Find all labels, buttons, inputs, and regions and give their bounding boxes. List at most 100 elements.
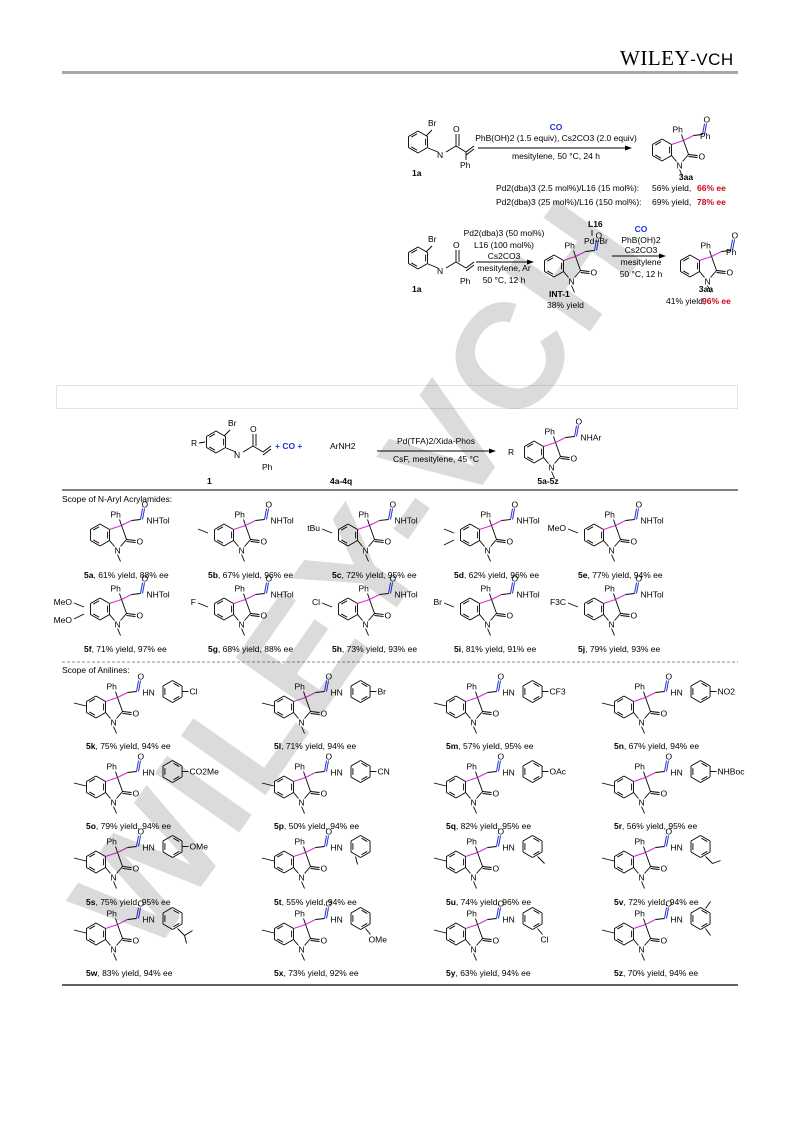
- bond: [643, 918, 646, 925]
- bond: [304, 938, 311, 946]
- bond: [274, 922, 285, 929]
- bond: [533, 457, 544, 464]
- bond: [634, 508, 638, 520]
- compound-yield-ee: , 62% yield, 96% ee: [464, 570, 539, 580]
- bond: [477, 852, 483, 867]
- bond: [427, 147, 439, 153]
- atom-label: N: [609, 546, 615, 556]
- bond: [217, 613, 224, 618]
- bond: [223, 523, 234, 530]
- bond: [274, 775, 285, 782]
- bond: [360, 680, 371, 687]
- bond: [543, 457, 549, 464]
- condition-line: mesitylene, Ar: [477, 263, 531, 273]
- bond: [645, 697, 651, 712]
- bond: [455, 922, 466, 929]
- atom-label: Ph: [545, 427, 556, 437]
- bond: [93, 600, 100, 605]
- aryl-substituent: CN: [378, 767, 390, 777]
- bond: [283, 922, 294, 929]
- atom-label: Ph: [481, 510, 492, 520]
- atom-label: Br: [428, 118, 437, 128]
- bond: [223, 614, 234, 621]
- atom-label: N: [471, 873, 477, 883]
- bond: [584, 614, 595, 621]
- bond: [73, 602, 85, 608]
- atom-label: N: [471, 718, 477, 728]
- bond: [445, 145, 457, 153]
- bond: [615, 599, 621, 614]
- bond: [587, 613, 594, 618]
- bond: [361, 696, 368, 701]
- atom-label: Ph: [460, 160, 471, 170]
- bond: [465, 923, 478, 930]
- bond: [121, 599, 127, 614]
- bond: [321, 528, 333, 534]
- bond: [533, 923, 540, 928]
- bond: [666, 907, 670, 919]
- bond: [469, 540, 480, 547]
- atom-label: O: [636, 574, 643, 584]
- bond: [482, 866, 492, 868]
- bond: [99, 540, 110, 547]
- bond: [326, 835, 330, 847]
- atom-label: NHTol: [517, 516, 540, 526]
- compound-yield-ee: , 79% yield, 93% ee: [585, 644, 660, 654]
- bond: [683, 140, 689, 155]
- bond: [584, 523, 595, 530]
- bond: [636, 508, 640, 520]
- bond: [683, 270, 690, 275]
- compound-caption: 5a, 61% yield, 88% ee: [84, 570, 169, 580]
- compound-caption: 5d, 62% yield, 96% ee: [454, 570, 539, 580]
- bond: [305, 924, 311, 939]
- bond: [89, 698, 96, 703]
- bond: [701, 682, 708, 687]
- bond: [374, 615, 384, 617]
- bond: [365, 628, 369, 636]
- bond: [117, 554, 121, 562]
- bond: [553, 436, 556, 443]
- bond: [73, 929, 87, 934]
- bond: [89, 791, 96, 796]
- bond: [705, 901, 711, 909]
- bond: [250, 541, 260, 543]
- atom-label: O: [571, 454, 578, 464]
- compound-caption: 5c, 72% yield, 95% ee: [332, 570, 417, 580]
- bond: [209, 446, 216, 451]
- atom-label: HN: [503, 688, 515, 698]
- compound-id: 5n: [614, 741, 624, 751]
- compound-yield-ee: , 61% yield, 88% ee: [93, 570, 168, 580]
- atom-label: HN: [331, 843, 343, 853]
- bond: [614, 539, 621, 547]
- bond: [705, 928, 711, 936]
- bond: [671, 139, 684, 146]
- bond: [532, 923, 543, 930]
- bond: [262, 448, 272, 456]
- bond: [172, 835, 183, 842]
- bond: [446, 922, 457, 929]
- compound-yield-ee: , 72% yield, 95% ee: [341, 570, 416, 580]
- compound-caption: 5u, 74% yield, 96% ee: [446, 897, 531, 907]
- atom-label: O: [493, 709, 500, 719]
- bond: [261, 702, 275, 707]
- bond: [122, 940, 132, 942]
- atom-label: HN: [503, 768, 515, 778]
- bond: [301, 806, 305, 814]
- bond: [73, 613, 85, 620]
- bond: [277, 925, 284, 930]
- atom-label: O: [453, 124, 460, 134]
- bond: [510, 582, 514, 594]
- bond: [455, 867, 466, 874]
- bond: [532, 776, 543, 783]
- bond: [261, 929, 275, 934]
- bond: [361, 837, 368, 842]
- bond: [623, 850, 634, 857]
- bond: [283, 850, 294, 857]
- bond: [482, 868, 492, 870]
- bond: [305, 772, 316, 778]
- bond: [576, 425, 580, 437]
- atom-label: N: [299, 798, 305, 808]
- bond: [116, 866, 123, 874]
- bond: [699, 255, 712, 262]
- substituent: MeO: [54, 597, 73, 607]
